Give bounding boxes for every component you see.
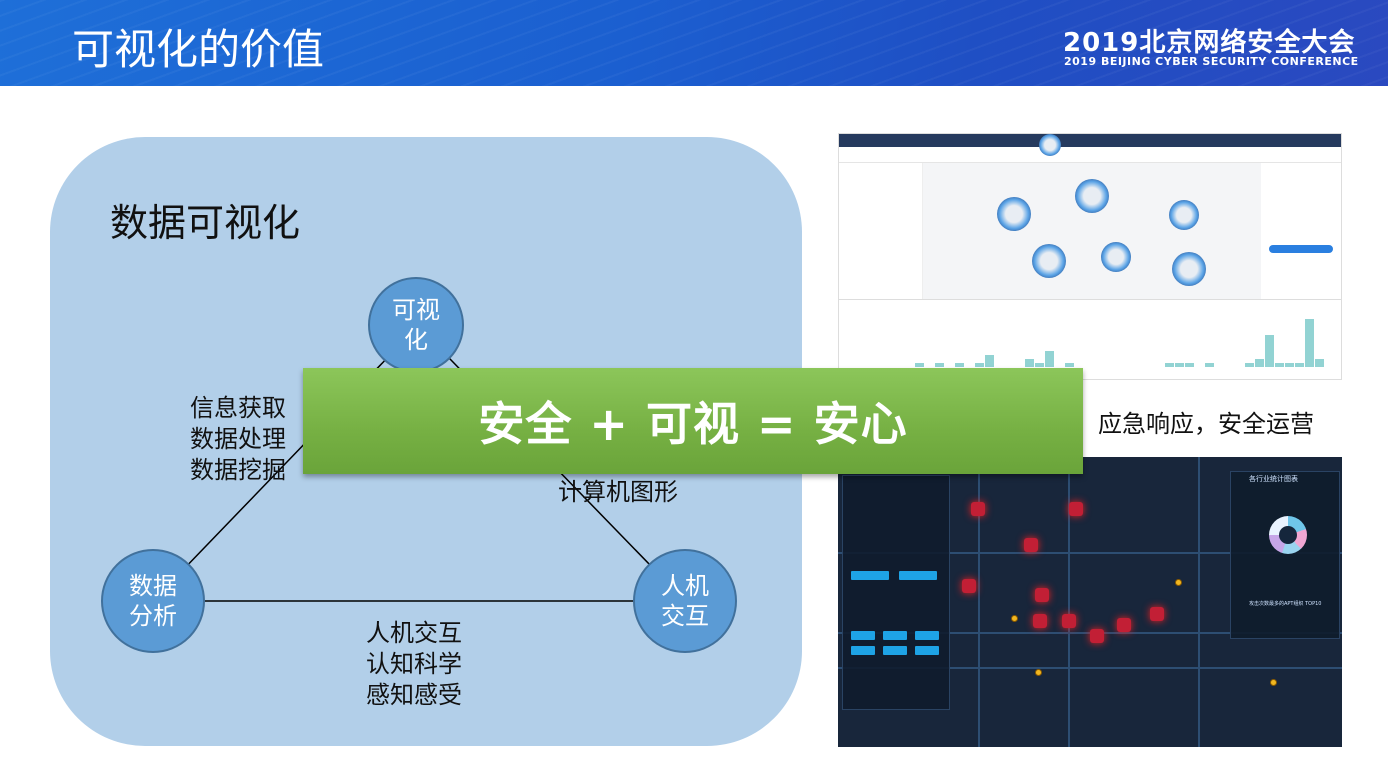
histogram-bar (1185, 363, 1194, 367)
screenshot-navbar (839, 134, 1341, 147)
screenshot-right-panel (1261, 163, 1341, 299)
map-pin (1175, 579, 1182, 586)
key-message-banner: 安全 + 可视 = 安心 (303, 368, 1083, 474)
map-pin (1270, 679, 1277, 686)
screenshot-button (899, 571, 937, 580)
screenshot-button (851, 646, 875, 655)
graph-analysis-screenshot (838, 133, 1342, 380)
map-marker (1035, 588, 1049, 602)
histogram-bar (1035, 363, 1044, 367)
map-marker (971, 502, 985, 516)
histogram-bar (1285, 363, 1294, 367)
slide-header: 可视化的价值 2019北京网络安全大会 2019 BEIJING CYBER S… (0, 0, 1388, 86)
histogram-bar (1165, 363, 1174, 367)
map-road (838, 667, 1342, 669)
screenshot-left-panel (839, 163, 923, 299)
screenshot-button (851, 631, 875, 640)
slide-title: 可视化的价值 (72, 25, 325, 74)
histogram-bar (1315, 359, 1324, 367)
donut-chart (1269, 516, 1307, 554)
histogram-bar (1295, 363, 1304, 367)
label: 人机交互 (366, 619, 462, 647)
map-marker (1062, 614, 1076, 628)
map-road (1068, 457, 1070, 747)
screenshot-filter-panel (842, 475, 950, 710)
map-marker (962, 579, 976, 593)
conference-name-en: 2019 BEIJING CYBER SECURITY CONFERENCE (1064, 55, 1359, 68)
histogram-bar (1255, 359, 1264, 367)
conference-name-cn: 2019北京网络安全大会 (1063, 28, 1356, 58)
histogram-bar (1245, 363, 1254, 367)
graph-cluster (1101, 242, 1131, 272)
right-edge-labels: 计算机图形 (558, 477, 678, 508)
node-data-analysis: 数据 分析 (101, 549, 205, 653)
label: 计算机图形 (558, 478, 678, 506)
histogram-bar (1025, 359, 1034, 367)
security-map-screenshot: 各行业统计图表 攻击次数最多的APT组织 TOP10 (838, 457, 1342, 747)
histogram-bar (915, 363, 924, 367)
histogram-bar (955, 363, 964, 367)
label: 信息获取 (190, 394, 286, 422)
histogram-bar (935, 363, 944, 367)
screenshot-toolbar (839, 147, 1341, 163)
histogram-bar (1265, 335, 1274, 367)
map-road (1198, 457, 1200, 747)
screenshot-stats-panel: 各行业统计图表 攻击次数最多的APT组织 TOP10 (1230, 471, 1340, 639)
stats-panel-title: 各行业统计图表 (1249, 475, 1298, 483)
label: 感知感受 (366, 681, 462, 709)
graph-cluster (1169, 200, 1199, 230)
node-visualization: 可视 化 (368, 277, 464, 373)
bottom-edge-labels: 人机交互 认知科学 感知感受 (366, 618, 462, 711)
screenshot-button (1269, 245, 1333, 253)
map-pin (1035, 669, 1042, 676)
histogram-bar (1275, 363, 1284, 367)
graph-cluster (1032, 244, 1066, 278)
graph-cluster (1075, 179, 1109, 213)
map-road (978, 457, 980, 747)
map-marker (1150, 607, 1164, 621)
map-marker (1117, 618, 1131, 632)
histogram-bar (1305, 319, 1314, 367)
graph-cluster (997, 197, 1031, 231)
screenshot-button (883, 646, 907, 655)
graph-cluster (1172, 252, 1206, 286)
screenshot-button (851, 571, 889, 580)
histogram-bar (1045, 351, 1054, 367)
side-caption: 应急响应，安全运营 (1098, 410, 1314, 438)
screenshot-button (915, 631, 939, 640)
node-human-computer-interaction: 人机 交互 (633, 549, 737, 653)
map-marker (1069, 502, 1083, 516)
screenshot-histogram (839, 299, 1341, 379)
map-marker (1090, 629, 1104, 643)
label: 数据处理 (190, 425, 286, 453)
top10-title: 攻击次数最多的APT组织 TOP10 (1249, 601, 1322, 607)
histogram-bar (1065, 363, 1074, 367)
diagram-title: 数据可视化 (110, 201, 301, 245)
screenshot-button (883, 631, 907, 640)
left-edge-labels: 信息获取 数据处理 数据挖掘 (190, 393, 286, 486)
map-road (838, 552, 1342, 554)
histogram-bar (985, 355, 994, 367)
histogram-bar (1175, 363, 1184, 367)
graph-cluster (1039, 134, 1061, 156)
map-marker (1033, 614, 1047, 628)
map-marker (1024, 538, 1038, 552)
histogram-bar (1205, 363, 1214, 367)
label: 认知科学 (366, 650, 462, 678)
label: 数据挖掘 (190, 456, 286, 484)
screenshot-button (915, 646, 939, 655)
histogram-bar (975, 363, 984, 367)
map-pin (1011, 615, 1018, 622)
